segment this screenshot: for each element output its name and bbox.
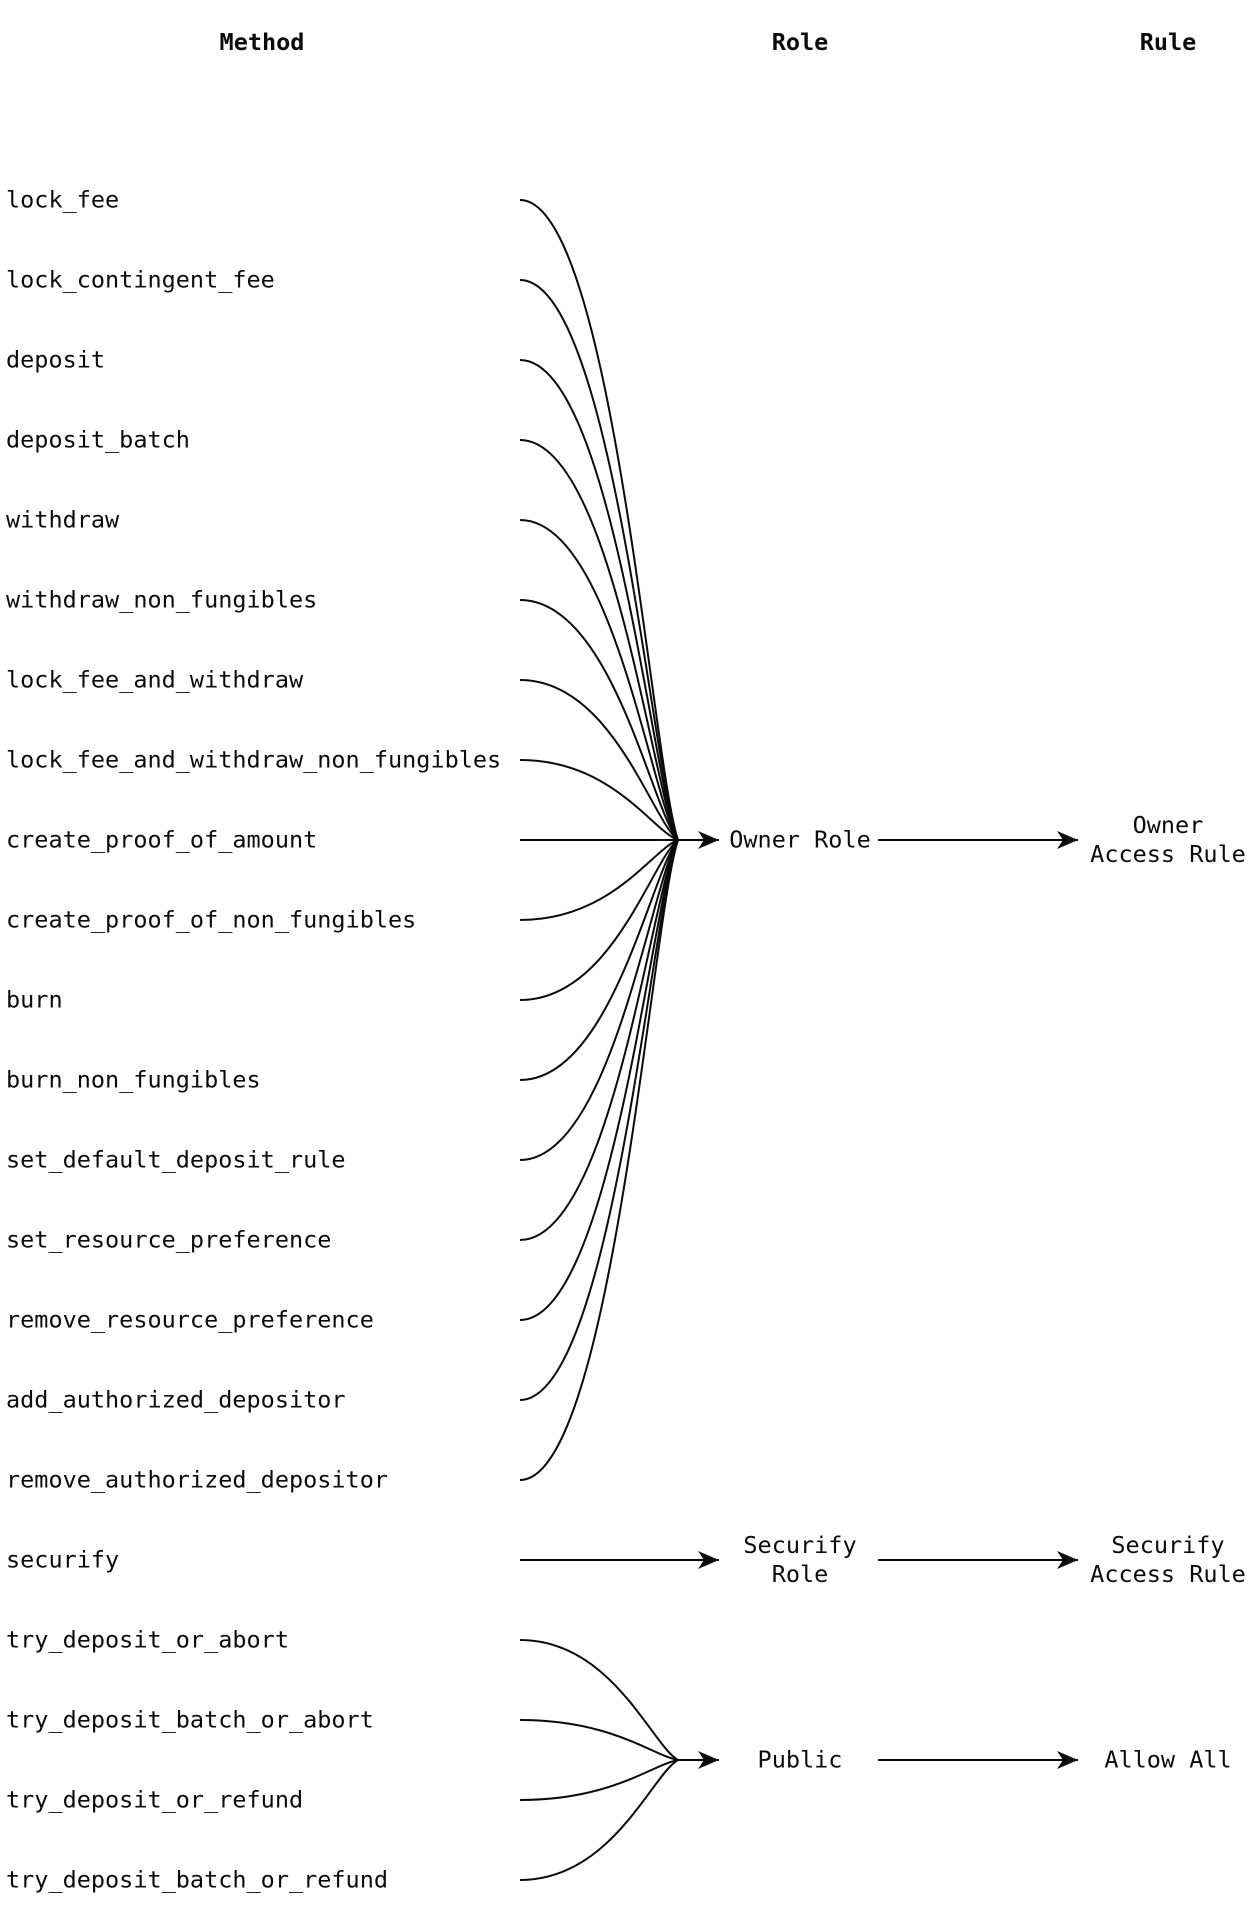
method-label: try_deposit_or_refund xyxy=(6,1785,304,1814)
rule-node-securify-line: Access Rule xyxy=(1090,1560,1246,1588)
rule-node-securify-line: Securify xyxy=(1111,1531,1225,1559)
role-node-owner-line: Owner Role xyxy=(729,825,871,854)
edge-method-to-role xyxy=(519,519,679,841)
method-label: try_deposit_or_abort xyxy=(6,1625,289,1654)
edge-method-to-role xyxy=(519,839,679,1161)
rule-node-public: Allow All xyxy=(1104,1746,1231,1775)
method-label: withdraw xyxy=(6,505,120,534)
edge-method-to-role xyxy=(519,439,679,841)
method-label: set_resource_preference xyxy=(6,1225,332,1254)
edge-method-to-role xyxy=(519,279,679,841)
method-label: add_authorized_depositor xyxy=(6,1385,346,1414)
edge-method-to-role xyxy=(519,839,679,1401)
role-node-public: Public xyxy=(758,1746,843,1775)
edge-method-to-role xyxy=(519,359,679,841)
method-label: lock_fee_and_withdraw xyxy=(6,665,304,694)
method-label: create_proof_of_non_fungibles xyxy=(6,905,417,934)
edge-method-to-role xyxy=(519,199,679,841)
edge-method-to-role xyxy=(519,1759,679,1881)
method-label: withdraw_non_fungibles xyxy=(6,585,318,614)
method-label: lock_fee xyxy=(6,185,120,214)
edge-method-to-role xyxy=(519,839,679,1081)
method-label: burn xyxy=(6,985,63,1014)
rule-node-owner-line: Access Rule xyxy=(1090,840,1246,868)
column-header-role: Role xyxy=(771,28,829,56)
role-node-securify-line: Securify xyxy=(743,1531,857,1559)
method-label: deposit xyxy=(6,345,106,374)
method-label: try_deposit_batch_or_refund xyxy=(6,1865,389,1894)
method-label: deposit_batch xyxy=(6,425,190,454)
method-label: try_deposit_batch_or_abort xyxy=(6,1705,374,1734)
edge-method-to-role xyxy=(519,839,679,1481)
edge-method-to-role xyxy=(519,839,679,1001)
column-header-rule: Rule xyxy=(1139,28,1197,56)
edge-method-to-role xyxy=(519,839,679,1241)
method-label: lock_fee_and_withdraw_non_fungibles xyxy=(6,745,502,774)
method-label: securify xyxy=(6,1545,120,1574)
method-label: burn_non_fungibles xyxy=(6,1065,261,1094)
column-header-method: Method xyxy=(219,28,305,56)
edge-method-to-role xyxy=(519,1759,679,1801)
method-label: lock_contingent_fee xyxy=(6,265,275,294)
rule-node-owner-line: Owner xyxy=(1132,811,1204,839)
edge-method-to-role xyxy=(519,679,679,841)
method-label: remove_authorized_depositor xyxy=(6,1465,389,1494)
edge-method-to-role xyxy=(519,599,679,841)
edge-method-to-role xyxy=(519,759,679,841)
role-node-owner: Owner Role xyxy=(729,826,870,855)
edge-method-to-role xyxy=(519,839,679,921)
rule-node-public-line: Allow All xyxy=(1104,1745,1232,1774)
method-label: set_default_deposit_rule xyxy=(6,1145,346,1174)
edge-method-to-role xyxy=(519,1639,679,1761)
edge-method-to-role xyxy=(519,839,679,1321)
role-node-public-line: Public xyxy=(757,1745,843,1774)
role-node-securify-line: Role xyxy=(771,1560,829,1588)
method-label: create_proof_of_amount xyxy=(6,825,318,854)
method-label: remove_resource_preference xyxy=(6,1305,374,1334)
edge-method-to-role xyxy=(519,1719,679,1761)
